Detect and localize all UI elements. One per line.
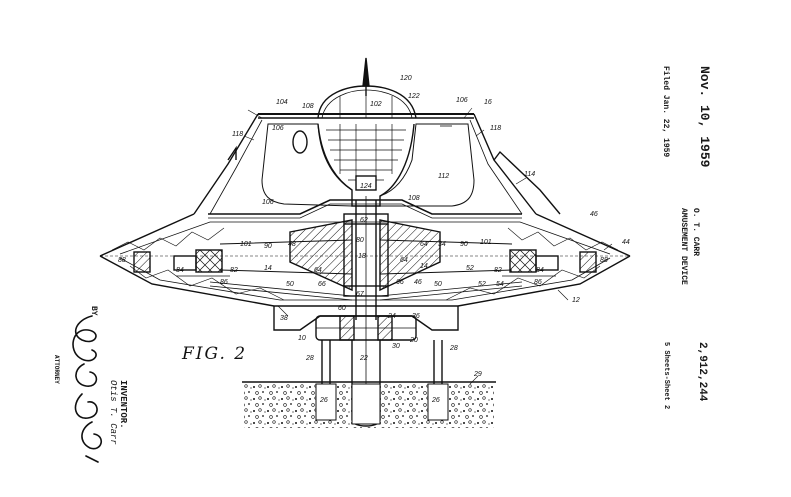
ref-66b: 66 — [396, 279, 404, 286]
ref-80: 80 — [356, 237, 364, 244]
ref-14a: 14 — [264, 265, 272, 272]
ref-36: 36 — [412, 313, 420, 320]
ref-62: 62 — [360, 217, 368, 224]
attorney-signature — [72, 315, 102, 463]
ref-122: 122 — [408, 93, 420, 100]
ref-101a: 101 — [240, 241, 252, 248]
ref-118b: 118 — [490, 125, 501, 132]
ref-60: 60 — [338, 305, 346, 312]
ref-38: 38 — [280, 315, 288, 322]
ref-26b: 26 — [431, 397, 440, 404]
ref-24: 24 — [387, 313, 396, 320]
ref-106a: 106 — [456, 97, 468, 104]
ref-52a: 52 — [466, 265, 474, 272]
ref-82a: 82 — [230, 267, 238, 274]
ref-82b: 82 — [494, 267, 502, 274]
ref-64c: 64 — [400, 257, 408, 264]
ref-16: 16 — [484, 99, 492, 106]
ref-88b: 88 — [600, 257, 608, 264]
ref-12: 12 — [572, 297, 580, 304]
ref-20: 20 — [409, 337, 418, 344]
ref-28b: 28 — [449, 345, 458, 352]
ref-34: 34 — [438, 241, 446, 248]
ref-29: 29 — [473, 371, 482, 378]
ref-124: 124 — [360, 183, 372, 190]
ref-30: 30 — [392, 343, 400, 350]
ref-88a: 88 — [118, 257, 126, 264]
ref-64a: 64 — [420, 241, 428, 248]
ref-46b: 46 — [414, 279, 422, 286]
ref-64b: 64 — [314, 267, 322, 274]
ref-84b: 84 — [536, 267, 544, 274]
ref-50a: 50 — [286, 281, 294, 288]
ref-120: 120 — [400, 75, 412, 82]
ref-14b: 14 — [420, 263, 428, 270]
ref-106b: 106 — [272, 125, 284, 132]
ref-86b: 86 — [534, 279, 542, 286]
ref-46a: 46 — [590, 211, 598, 218]
ref-86a: 86 — [220, 279, 228, 286]
ref-48: 48 — [288, 241, 296, 248]
ref-26a: 26 — [319, 397, 328, 404]
ref-101b: 101 — [480, 239, 492, 246]
ref-54: 54 — [496, 281, 504, 288]
figure-label: FIG. 2 — [182, 344, 248, 364]
ref-22: 22 — [359, 355, 368, 362]
ref-44: 44 — [622, 239, 630, 246]
ref-52b: 52 — [478, 281, 486, 288]
ref-66a: 66 — [318, 281, 326, 288]
ref-108a: 108 — [302, 103, 314, 110]
ref-118a: 118 — [232, 131, 243, 138]
ref-90b: 90 — [460, 241, 468, 248]
ref-10: 10 — [298, 335, 306, 342]
ref-106c: 106 — [262, 199, 274, 206]
ref-112: 112 — [438, 173, 449, 180]
ref-18: 18 — [358, 253, 366, 260]
ref-28a: 28 — [305, 355, 314, 362]
ref-104a: 104 — [276, 99, 288, 106]
ref-50b: 50 — [434, 281, 442, 288]
ref-90a: 90 — [264, 243, 272, 250]
ref-67: 67 — [356, 291, 365, 298]
ref-108b: 108 — [408, 195, 420, 202]
ref-114: 114 — [524, 171, 535, 178]
ref-84a: 84 — [176, 267, 184, 274]
ref-102: 102 — [370, 101, 382, 108]
